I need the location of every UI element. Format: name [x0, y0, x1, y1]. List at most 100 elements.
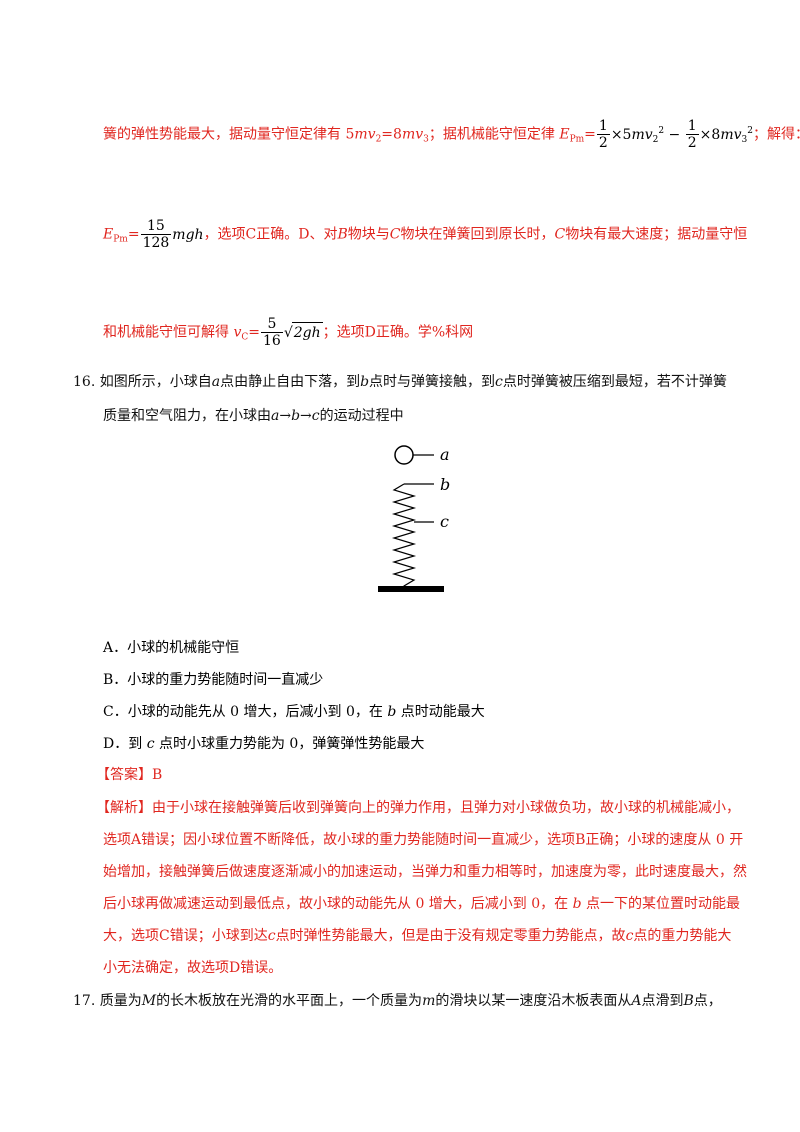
text: 物块在弹簧回到原长时， [400, 226, 555, 243]
text: mgh [172, 226, 204, 243]
label-b: b [440, 475, 450, 494]
text: 点由静止自由下落，到 [220, 374, 361, 390]
text: C．小球的动能先从 0 增大，后减小到 0，在 [103, 704, 383, 720]
text: m [422, 993, 436, 1009]
spring [391, 483, 417, 588]
analysis-line-4: 后小球再做减速运动到最低点，故小球的动能先从 0 增大，后减小到 0，在 b 点… [103, 894, 740, 914]
text: 1 [687, 118, 697, 134]
analysis-line-2: 选项A错误；因小球位置不断降低，故小球的重力势能随时间一直减少，选项B正确；小球… [103, 830, 743, 850]
text: a [211, 374, 221, 390]
text: 【答案】B [96, 767, 163, 783]
text: A [631, 993, 642, 1009]
text: 质量和空气阻力，在小球由 [103, 408, 271, 424]
text: 点时动能最大 [400, 704, 485, 720]
option-a: A．小球的机械能守恒 [103, 638, 239, 658]
q17-stem-line-1: 17. 质量为M的长木板放在光滑的水平面上，一个质量为m的滑块以某一速度沿木板表… [73, 991, 722, 1011]
text: D．到 [103, 736, 143, 752]
option-d: D．到 c 点时小球重力势能为 0，弹簧弹性势能最大 [103, 734, 424, 754]
text: 点一下的某位置时动能最 [581, 896, 741, 912]
text: 16 [261, 332, 283, 349]
text: 【解析】由于小球在接触弹簧后收到弹簧向上的弹力作用，且弹力对小球做负功，故小球的… [96, 800, 740, 816]
text: ；解得： [752, 126, 800, 143]
text: 始增加，接触弹簧后做速度逐渐减小的加速运动，当弹力和重力相等时，加速度为零，此时… [103, 864, 747, 880]
text: 簧的弹性势能最大，据动量守恒定律有 5 [103, 126, 355, 143]
text: b [360, 374, 370, 390]
text: 的运动过程中 [319, 408, 404, 424]
text: A．小球的机械能守恒 [103, 640, 240, 656]
text: 点， [693, 993, 722, 1009]
text: C [389, 226, 401, 243]
text: 选项A错误；因小球位置不断降低，故小球的重力势能随时间一直减少，选项B正确；小球… [103, 832, 744, 848]
text: ；选项D正确。学%科网 [322, 324, 474, 341]
text: E [103, 226, 114, 243]
text: 后小球再做减速运动到最低点，故小球的动能先从 0 增大，后减小到 0，在 [103, 896, 573, 912]
analysis-line-1: 【解析】由于小球在接触弹簧后收到弹簧向上的弹力作用，且弹力对小球做负功，故小球的… [96, 798, 740, 818]
text: C [554, 226, 566, 243]
option-c: C．小球的动能先从 0 增大，后减小到 0，在 b 点时动能最大 [103, 702, 485, 722]
text: 物块有最大速度；据动量守恒 [565, 226, 748, 243]
text: 15 [147, 218, 165, 234]
text: 5 [267, 316, 277, 332]
text: = [127, 226, 140, 243]
text: B [337, 226, 348, 243]
text: 1 [598, 118, 608, 134]
text: C [241, 332, 249, 343]
question-number: 17. [73, 993, 96, 1009]
text: 质量为 [99, 993, 142, 1009]
text: b [572, 896, 582, 912]
answer-label: 【答案】B [96, 765, 162, 785]
ground-base [378, 586, 444, 592]
text: 和机械能守恒可解得 [103, 324, 234, 341]
text: 点时弹性势能最大，但是由于没有规定零重力势能点，故 [275, 928, 626, 944]
text: 2 [596, 134, 610, 151]
text: ×5 [610, 126, 632, 143]
q16-stem-line-2: 质量和空气阻力，在小球由a→b→c的运动过程中 [103, 406, 404, 426]
text: 大，选项C错误；小球到达 [103, 928, 268, 944]
text: c [625, 928, 634, 944]
q16-stem-line-1: 16. 如图所示，小球自a点由静止自由下落，到b点时与弹簧接触，到c点时弹簧被压… [73, 372, 727, 392]
text: 2gh [293, 324, 321, 341]
text: =8 [381, 126, 402, 143]
text: ，选项C正确。D、对 [203, 226, 338, 243]
text: a→b→c [271, 408, 320, 424]
ball [394, 445, 414, 465]
text: 的长木板放在光滑的水平面上，一个质量为 [156, 993, 423, 1009]
option-b: B．小球的重力势能随时间一直减少 [103, 670, 323, 690]
text: c [146, 736, 155, 752]
text: c [267, 928, 276, 944]
text: 小无法确定，故选项D错误。 [103, 960, 283, 976]
analysis-line-5: 大，选项C错误；小球到达c点时弹性势能最大，但是由于没有规定零重力势能点，故c点… [103, 926, 731, 946]
analysis-line-3: 始增加，接触弹簧后做速度逐渐减小的加速运动，当弹力和重力相等时，加速度为零，此时… [103, 862, 747, 882]
text: 点时与弹簧接触，到 [369, 374, 496, 390]
text: b [387, 704, 397, 720]
text: = [584, 126, 596, 143]
text: Pm [113, 234, 128, 245]
text: 点时小球重力势能为 0，弹簧弹性势能最大 [158, 736, 425, 752]
text: 2 [685, 134, 699, 151]
text: 的滑块以某一速度沿木板表面从 [435, 993, 632, 1009]
text: c [495, 374, 503, 390]
text: 如图所示，小球自 [99, 374, 212, 390]
text: B [683, 993, 694, 1009]
solution-line-1: 簧的弹性势能最大，据动量守恒定律有 5mv2=8mv3；据机械能守恒定律 EPm… [103, 118, 800, 151]
text: 128 [140, 234, 172, 251]
text: v [233, 324, 242, 341]
text: M [141, 993, 157, 1009]
spring-figure: a b c [378, 445, 450, 592]
text: 物块与 [347, 226, 390, 243]
text: 点的重力势能大 [633, 928, 732, 944]
text: = [248, 324, 260, 341]
question-number: 16. [73, 374, 96, 390]
label-a: a [440, 445, 450, 464]
text: 点时弹簧被压缩到最短，若不计弹簧 [502, 374, 727, 390]
text: ；据机械能守恒定律 [428, 126, 560, 143]
